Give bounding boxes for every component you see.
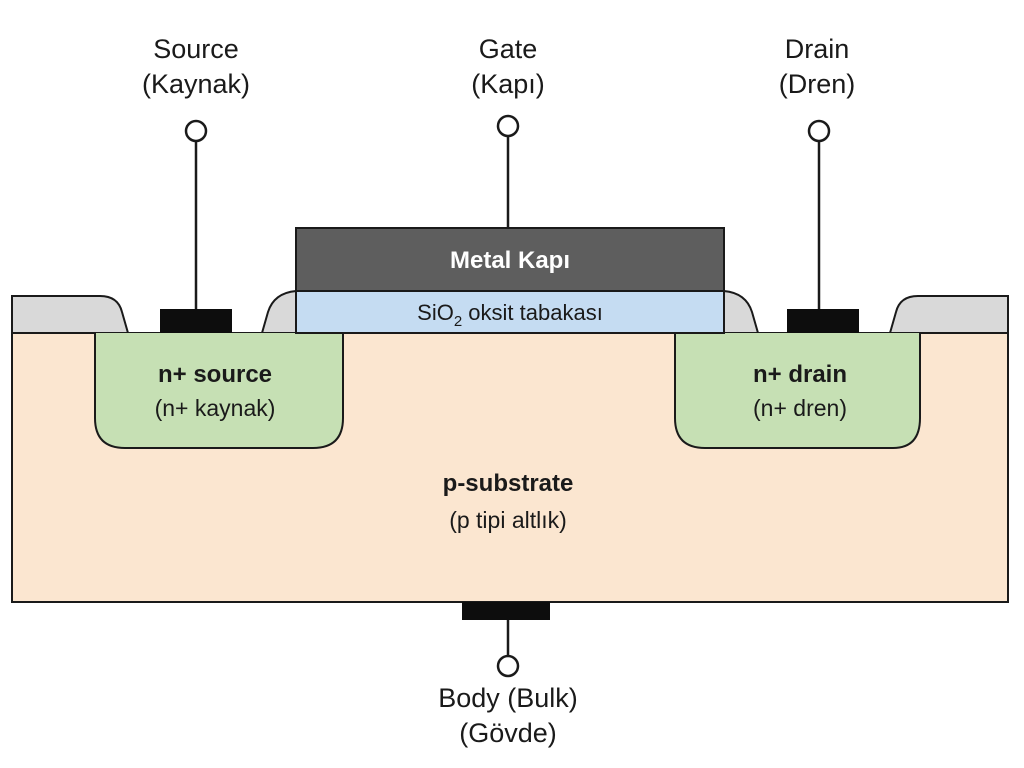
gate-terminal	[496, 114, 520, 138]
body-terminal	[496, 654, 520, 678]
drain-sublabel: (Dren)	[779, 69, 856, 99]
oxide-label: SiO2 oksit tabakası	[417, 300, 603, 330]
source-label: Source	[153, 34, 239, 64]
n-plus-source-region	[94, 333, 344, 449]
gate-label: Gate	[479, 34, 538, 64]
drain-terminal	[807, 119, 831, 143]
drain-region-label: n+ drain	[753, 361, 847, 388]
field-oxide-gate-left	[260, 289, 297, 334]
body-sublabel: (Gövde)	[459, 718, 557, 748]
oxide-label-suffix: oksit tabakası	[462, 300, 603, 325]
field-oxide-gate-right	[723, 289, 760, 334]
drain-region-sublabel: (n+ dren)	[753, 395, 847, 421]
source-contact	[160, 309, 232, 333]
gate-sublabel: (Kapı)	[471, 69, 545, 99]
n-plus-drain-region	[674, 333, 921, 449]
source-region-label: n+ source	[158, 361, 272, 388]
metal-gate-label: Metal Kapı	[450, 247, 570, 274]
body-label: Body (Bulk)	[438, 683, 578, 713]
substrate-label: p-substrate	[443, 470, 574, 497]
substrate-sublabel: (p tipi altlık)	[449, 507, 567, 533]
source-terminal	[184, 119, 208, 143]
oxide-label-subscript: 2	[454, 313, 462, 330]
oxide-label-prefix: SiO	[417, 300, 454, 325]
drain-contact	[787, 309, 859, 333]
drain-label: Drain	[785, 34, 850, 64]
source-region-sublabel: (n+ kaynak)	[155, 395, 276, 421]
body-contact	[462, 602, 550, 620]
metal-gate	[295, 227, 725, 292]
field-oxide-left	[11, 295, 130, 334]
field-oxide-right	[888, 295, 1009, 334]
source-sublabel: (Kaynak)	[142, 69, 250, 99]
oxide-layer	[295, 290, 725, 334]
